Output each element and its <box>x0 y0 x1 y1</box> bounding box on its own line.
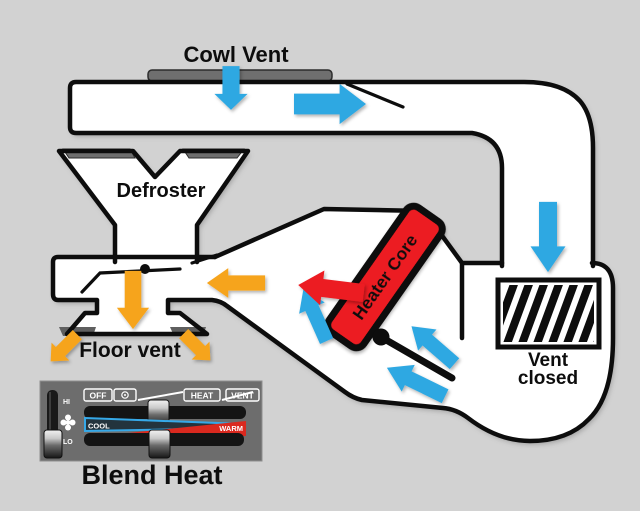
fan-track-highlight <box>49 392 51 449</box>
hatch-lines <box>503 285 594 342</box>
mode-off-label: OFF <box>90 391 107 401</box>
heater-core: Heater Core <box>324 202 446 352</box>
heater-core-body <box>324 202 446 352</box>
vent-closed-hatching <box>503 285 594 342</box>
blend-heat-label: Blend Heat <box>81 460 222 490</box>
cowl-vent-grille <box>147 69 333 82</box>
top-duct-outline <box>67 79 596 269</box>
defroster-funnel-body <box>59 151 248 260</box>
fan-hi-label: HI <box>63 399 70 406</box>
mode-vent-label: VENT <box>231 391 254 401</box>
defroster-outline <box>56 148 251 265</box>
mode-door-flap <box>190 253 219 265</box>
warm-label: WARM <box>219 424 243 433</box>
plenum-damper-pivot <box>140 264 150 274</box>
blend-door-lever <box>372 328 456 382</box>
vent-closed-grille <box>495 277 602 350</box>
defrost-mode-box <box>113 388 137 402</box>
mode-ramp-1 <box>137 391 184 401</box>
duct-damper-flap <box>345 82 405 109</box>
defroster-label: Defroster <box>117 180 206 202</box>
temp-slider-knob <box>148 429 171 459</box>
fan-lo-label: LO <box>63 439 73 446</box>
cool-label: COOL <box>88 422 110 431</box>
lever-arm <box>377 333 456 382</box>
mode-off-box <box>83 388 113 402</box>
mode-ramp-2 <box>221 391 254 401</box>
lever-pivot <box>372 328 390 346</box>
fan-icon <box>60 414 76 431</box>
fan-slider-knob <box>43 429 63 459</box>
floor-vent-label: Floor vent <box>79 339 181 362</box>
heater-box-outline <box>50 254 616 444</box>
mode-heat-label: HEAT <box>191 391 214 401</box>
defrost-mode-icon <box>121 391 129 399</box>
climate-control-panel: HI LO OFF HEAT VENT COOL WARM <box>39 380 263 462</box>
vent-closed-label-line2: closed <box>518 368 578 389</box>
mode-heat-box <box>183 388 221 402</box>
mode-vent-box <box>225 388 260 402</box>
plenum-damper <box>80 267 182 294</box>
cowl-vent-label: Cowl Vent <box>183 42 289 67</box>
vent-closed-label-line1: Vent <box>528 350 569 371</box>
top-duct-body <box>70 82 593 266</box>
